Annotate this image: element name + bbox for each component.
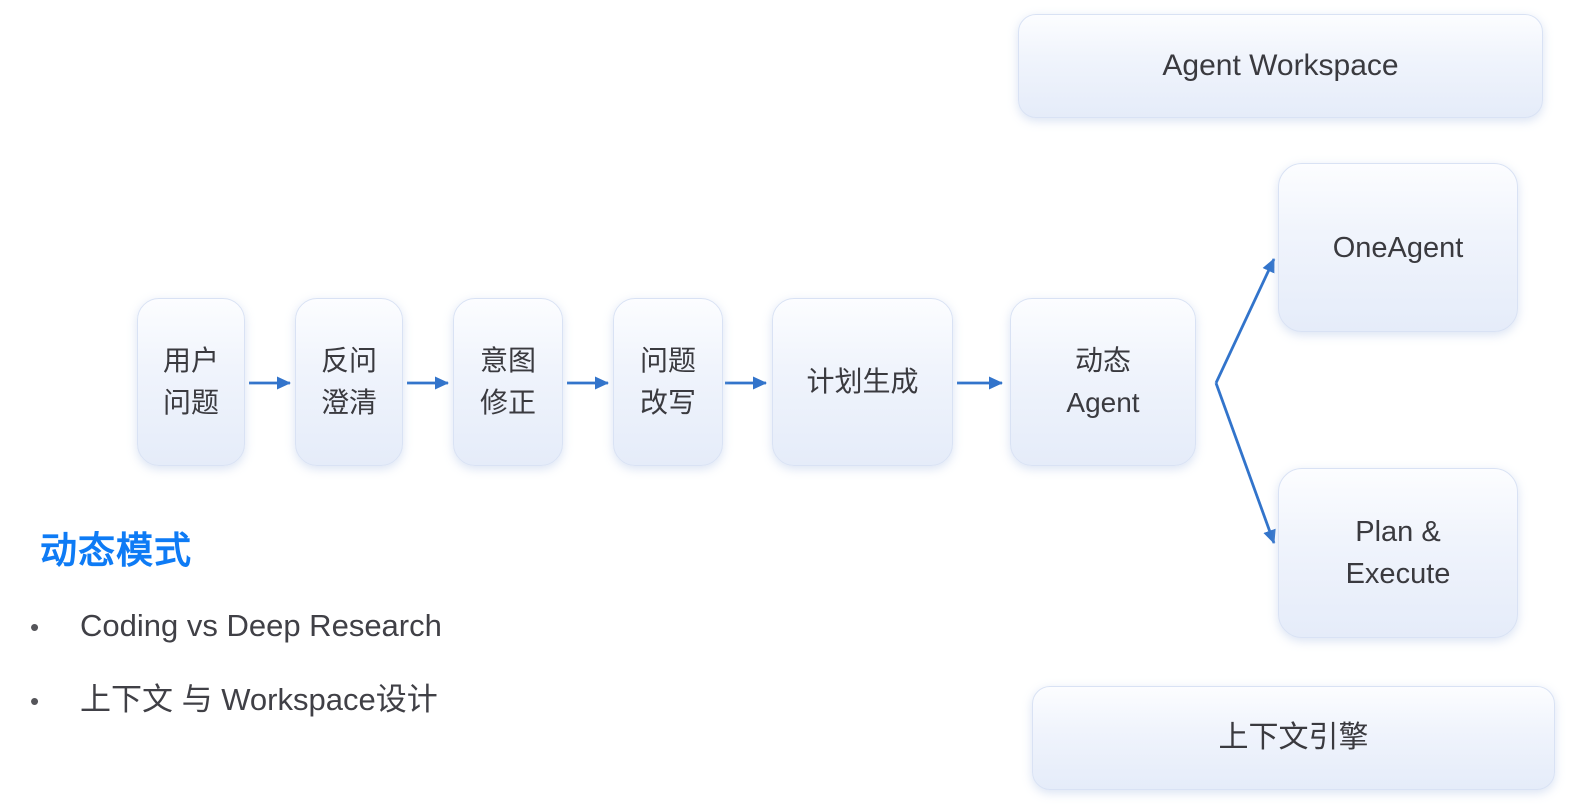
section-title: 动态模式	[40, 530, 192, 571]
node-label-line: Plan &	[1355, 516, 1441, 548]
node-intent-fix: 意图 修正	[453, 298, 563, 466]
node-label-line: 修正	[479, 387, 536, 418]
bullet-item: • 上下文 与 Workspace设计	[30, 674, 438, 719]
node-label-line: 澄清	[320, 387, 377, 418]
bullet-text: 上下文 与 Workspace设计	[80, 682, 438, 717]
bullet-icon: •	[30, 686, 40, 716]
bullet-item: • Coding vs Deep Research	[30, 608, 442, 644]
banner-context-engine: 上下文引擎	[1032, 686, 1555, 790]
node-label-line: 计划生成	[806, 366, 919, 397]
node-label-line: Agent	[1066, 387, 1140, 418]
connector-agent-to-planexecute	[1214, 382, 1276, 544]
node-label-line: Execute	[1345, 558, 1451, 590]
node-plan-generation: 计划生成	[772, 298, 953, 466]
node-question-rewrite: 问题 改写	[613, 298, 723, 466]
node-label-line: 问题	[639, 345, 696, 376]
node-dynamic-agent: 动态 Agent	[1010, 298, 1196, 466]
node-label-line: 意图	[479, 345, 536, 376]
node-clarify: 反问 澄清	[295, 298, 403, 466]
node-label-line: 改写	[639, 387, 696, 418]
node-plan-execute: Plan & Execute	[1278, 468, 1518, 638]
node-label-line: 用户	[162, 345, 219, 376]
node-user-question: 用户 问题	[137, 298, 245, 466]
bullet-icon: •	[30, 612, 40, 642]
banner-label: Agent Workspace	[1162, 49, 1399, 82]
node-label-line: 反问	[320, 345, 377, 376]
node-label-line: 问题	[162, 387, 219, 418]
node-label-line: OneAgent	[1332, 231, 1464, 264]
node-oneagent: OneAgent	[1278, 163, 1518, 332]
banner-agent-workspace: Agent Workspace	[1018, 14, 1543, 118]
banner-label: 上下文引擎	[1218, 721, 1369, 754]
bullet-text: Coding vs Deep Research	[80, 608, 442, 643]
connector-agent-to-oneagent	[1214, 258, 1276, 384]
node-label-line: 动态	[1074, 345, 1131, 376]
